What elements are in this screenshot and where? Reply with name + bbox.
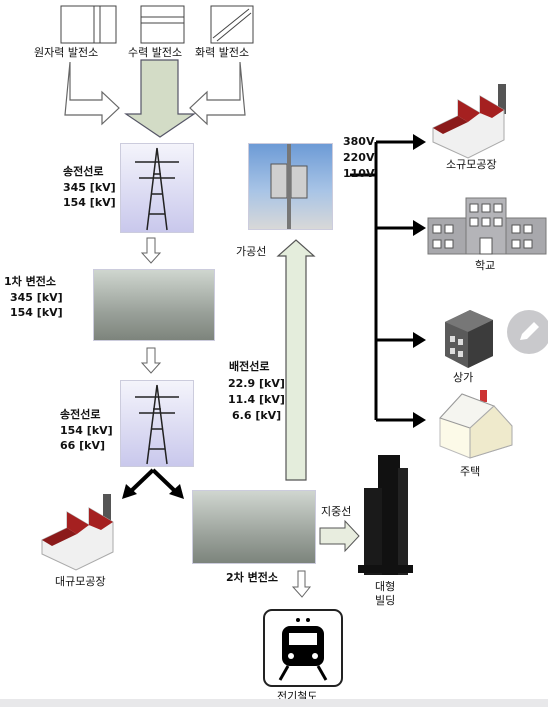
voltage-220: 220V bbox=[343, 151, 375, 164]
transmission-line-2-title: 송전선로 bbox=[60, 408, 101, 421]
nuclear-plant-label: 원자력 발전소 bbox=[34, 46, 99, 59]
house-icon bbox=[439, 390, 513, 459]
substation-2-label: 2차 변전소 bbox=[226, 571, 278, 584]
substation-1-title: 1차 변전소 bbox=[4, 275, 56, 288]
substation-1-v1: 345 [kV] bbox=[10, 291, 63, 304]
substation-photo-1 bbox=[93, 269, 215, 341]
pole-transformer-photo bbox=[248, 143, 333, 230]
underground-line-label: 지중선 bbox=[321, 505, 352, 518]
large-factory-label: 대규모공장 bbox=[55, 575, 106, 588]
down-arrow-1 bbox=[140, 237, 162, 264]
large-building-icon bbox=[358, 455, 413, 575]
distribution-line-v2: 11.4 [kV] bbox=[228, 393, 285, 406]
thermal-plant-label: 화력 발전소 bbox=[195, 46, 250, 59]
underground-arrow bbox=[319, 519, 360, 553]
transmission-line-2-v2: 66 [kV] bbox=[60, 439, 106, 452]
distribution-arrow bbox=[276, 239, 316, 481]
store-icon bbox=[445, 310, 493, 368]
transmission-line-1-v2: 154 [kV] bbox=[63, 196, 116, 209]
distribution-line-v3: 6.6 [kV] bbox=[232, 409, 282, 422]
voltage-110: 110V bbox=[343, 167, 375, 180]
thermal-flow-arrow bbox=[189, 61, 246, 126]
transmission-line-1-title: 송전선로 bbox=[63, 165, 104, 178]
nuclear-plant-icon bbox=[60, 5, 117, 44]
large-building-label-1: 대형 bbox=[375, 580, 396, 593]
railway-icon bbox=[263, 609, 343, 687]
small-factory-label: 소규모공장 bbox=[446, 158, 497, 171]
store-label: 상가 bbox=[453, 371, 474, 384]
thermal-plant-icon bbox=[210, 5, 254, 44]
down-arrow-2 bbox=[140, 347, 162, 374]
substation-1-v2: 154 [kV] bbox=[10, 306, 63, 319]
pencil-icon bbox=[520, 322, 539, 340]
voltage-380: 380V bbox=[343, 135, 375, 148]
hydro-plant-label: 수력 발전소 bbox=[128, 46, 183, 59]
hydro-plant-icon bbox=[140, 5, 185, 44]
transmission-tower-photo-2 bbox=[120, 380, 194, 467]
large-building-label-2: 빌딩 bbox=[375, 594, 396, 607]
bottom-bar bbox=[0, 699, 548, 707]
small-factory-icon bbox=[432, 84, 506, 159]
nuclear-flow-arrow bbox=[64, 61, 120, 126]
substation-photo-2 bbox=[192, 490, 316, 564]
house-label: 주택 bbox=[460, 465, 481, 478]
transmission-line-2-v1: 154 [kV] bbox=[60, 424, 113, 437]
large-factory-icon bbox=[41, 494, 114, 571]
down-arrow-3 bbox=[291, 570, 312, 598]
split-arrows bbox=[122, 468, 184, 499]
distribution-bus bbox=[350, 134, 426, 428]
edit-button[interactable] bbox=[507, 310, 548, 354]
distribution-line-title: 배전선로 bbox=[229, 360, 270, 373]
transmission-line-1-v1: 345 [kV] bbox=[63, 181, 116, 194]
hydro-main-arrow bbox=[124, 59, 196, 138]
school-label: 학교 bbox=[475, 259, 496, 272]
school-icon bbox=[427, 197, 547, 255]
distribution-line-v1: 22.9 [kV] bbox=[228, 377, 285, 390]
transmission-tower-photo-1 bbox=[120, 143, 194, 233]
overhead-line-label: 가공선 bbox=[236, 245, 267, 258]
